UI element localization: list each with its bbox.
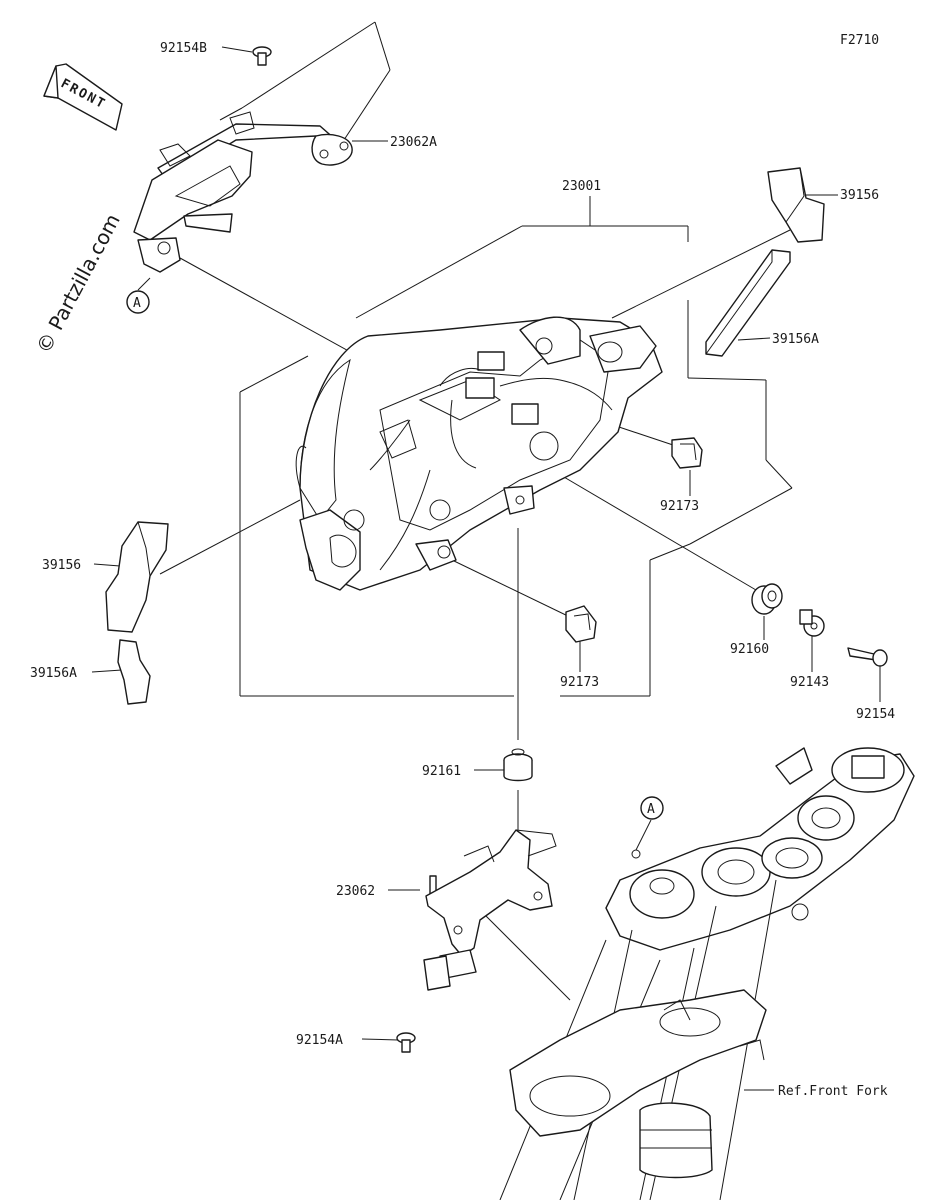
meter-assembly-23001	[295, 316, 663, 591]
collar-92143	[799, 609, 825, 637]
reference-a-upper-label: A	[133, 296, 141, 311]
label-23062[interactable]: 23062	[336, 884, 375, 899]
label-92154A[interactable]: 92154A	[296, 1033, 343, 1048]
front-direction-arrow: FRONT	[43, 63, 123, 131]
label-39156-right[interactable]: 39156	[840, 188, 879, 203]
bolt-92154A	[396, 1032, 416, 1053]
reference-a-fork-label: A	[647, 802, 655, 817]
label-23001[interactable]: 23001	[562, 179, 601, 194]
part-labels: 92154B 23062A 23001 39156 39156A 92173 3…	[30, 41, 895, 1099]
label-92173-lower[interactable]: 92173	[560, 675, 599, 690]
reference-a-upper: A	[126, 290, 150, 314]
label-92173-upper[interactable]: 92173	[660, 499, 699, 514]
label-39156A-right[interactable]: 39156A	[772, 332, 819, 347]
label-92154B[interactable]: 92154B	[160, 41, 207, 56]
label-ref-front-fork[interactable]: Ref.Front Fork	[778, 1084, 888, 1099]
clip-92173-lower	[565, 605, 597, 643]
pad-39156-right	[767, 167, 825, 243]
reference-a-fork: A	[640, 796, 664, 820]
label-23062A[interactable]: 23062A	[390, 135, 437, 150]
watermark-text: © Partzilla.com	[31, 210, 125, 358]
figure-code: F2710	[840, 33, 879, 48]
clip-92173-upper	[671, 437, 703, 469]
label-92143[interactable]: 92143	[790, 675, 829, 690]
front-fork-reference	[499, 747, 915, 1200]
grommet-92160	[751, 583, 783, 615]
upper-bracket-assembly	[133, 46, 353, 273]
label-92154[interactable]: 92154	[856, 707, 895, 722]
label-92161[interactable]: 92161	[422, 764, 461, 779]
label-39156-left[interactable]: 39156	[42, 558, 81, 573]
bolt-92154B	[252, 46, 272, 66]
pad-39156-left	[105, 521, 169, 633]
label-92160[interactable]: 92160	[730, 642, 769, 657]
pad-39156A-right	[705, 249, 791, 357]
label-39156A-left[interactable]: 39156A	[30, 666, 77, 681]
grommet-92161	[503, 748, 533, 782]
bolt-92154	[847, 647, 888, 667]
pad-39156A-left	[117, 639, 151, 705]
bracket-23062	[423, 829, 557, 991]
